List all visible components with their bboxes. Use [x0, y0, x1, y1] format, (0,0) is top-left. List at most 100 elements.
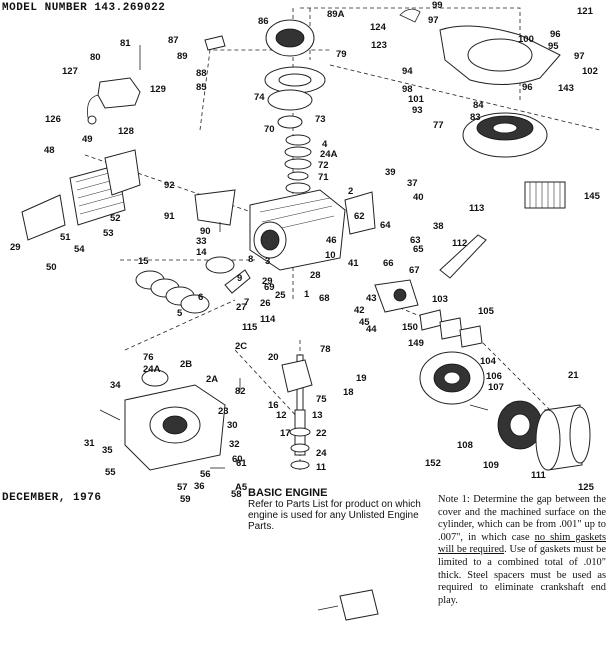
part-number-labels: 8180127126129128878689888589A79747073124…: [10, 0, 601, 505]
part-number-label: 92: [164, 180, 175, 191]
part-number-label: 43: [366, 293, 377, 304]
part-number-label: 45: [359, 317, 370, 328]
part-number-label: 79: [336, 49, 347, 60]
part-number-label: 52: [110, 213, 121, 224]
part-number-label: 1: [304, 289, 310, 300]
washer-part: [289, 427, 311, 437]
part-number-label: 8: [248, 254, 253, 265]
seal-part: [277, 115, 303, 129]
part-number-label: 54: [74, 244, 85, 255]
part-number-label: 87: [168, 35, 179, 46]
part-number-label: 62: [354, 211, 365, 222]
ignition-coil-part: [204, 19, 315, 57]
part-number-label: 38: [433, 221, 444, 232]
part-number-label: 51: [60, 232, 71, 243]
part-number-label: 35: [102, 445, 113, 456]
part-number-label: 129: [150, 84, 166, 95]
gasket-set-part: [317, 589, 379, 621]
piston-rings-part: [135, 270, 210, 314]
part-number-label: 121: [577, 6, 594, 17]
part-number-label: 5: [177, 308, 183, 319]
part-number-label: 114: [260, 314, 276, 325]
part-number-label: 2A: [206, 374, 218, 385]
part-number-label: 81: [120, 38, 131, 49]
part-number-label: 70: [264, 124, 275, 135]
gasket-part: [278, 73, 312, 87]
note-text-before: Note 1: Determine the gap between the co…: [438, 494, 606, 543]
part-number-label: 97: [574, 51, 585, 62]
part-number-label: 84: [473, 100, 484, 111]
part-number-label: 13: [312, 410, 323, 421]
part-number-label: 145: [584, 191, 601, 202]
carburetor-part: [374, 279, 419, 313]
part-number-label: 69: [264, 282, 275, 293]
part-number-label: 25: [275, 290, 286, 301]
part-number-label: 34: [110, 380, 121, 391]
part-number-label: 26: [260, 298, 271, 309]
part-number-label: 23: [218, 406, 229, 417]
part-number-label: 96: [522, 82, 533, 93]
part-number-label: 29: [262, 276, 273, 287]
part-number-label: 12: [276, 410, 287, 421]
crankcase-cover-part: [124, 384, 226, 471]
part-number-label: 80: [90, 52, 101, 63]
part-number-label: 71: [318, 172, 329, 183]
washer-part: [290, 460, 310, 470]
part-number-label: 9: [237, 273, 242, 284]
basic-engine-caption: BASIC ENGINE Refer to Parts List for pro…: [248, 488, 438, 533]
part-number-label: 49: [82, 134, 93, 145]
part-number-label: 90: [200, 226, 211, 237]
part-number-label: 75: [316, 394, 327, 405]
heat-shield-part: [21, 194, 66, 241]
part-number-label: 85: [196, 82, 207, 93]
part-number-label: 2: [348, 186, 353, 197]
washer-part: [290, 443, 310, 453]
part-number-label: 124: [370, 22, 387, 33]
part-number-label: 11: [316, 462, 327, 473]
part-number-label: 86: [258, 16, 269, 27]
part-number-label: 44: [366, 324, 377, 335]
part-number-label: 112: [452, 238, 467, 249]
part-number-label: 74: [254, 92, 265, 103]
part-number-label: 77: [433, 120, 444, 131]
starter-drum-part: [535, 404, 591, 471]
part-number-label: 42: [354, 305, 365, 316]
fastener-parts: [99, 45, 489, 469]
part-number-label: 30: [227, 420, 238, 431]
part-number-label: 72: [318, 160, 329, 171]
part-number-label: 4: [322, 139, 328, 150]
part-number-label: A5: [235, 482, 248, 493]
blower-housing-part: [399, 8, 561, 86]
part-number-label: 40: [413, 192, 424, 203]
part-number-label: 95: [548, 41, 559, 52]
part-number-label: 82: [235, 386, 246, 397]
part-number-label: 28: [310, 270, 321, 281]
part-number-label: 60: [232, 454, 243, 465]
part-number-label: 68: [319, 293, 330, 304]
part-number-label: 103: [432, 294, 448, 305]
part-number-label: 56: [200, 469, 211, 480]
part-number-label: 10: [325, 250, 336, 261]
part-number-label: 55: [105, 467, 116, 478]
part-number-label: 59: [180, 494, 191, 505]
part-number-label: 73: [315, 114, 326, 125]
connecting-rod-part: [224, 269, 251, 294]
part-number-label: 104: [480, 356, 497, 367]
part-number-label: 108: [457, 440, 473, 451]
part-number-label: 106: [486, 371, 502, 382]
seal-part: [141, 369, 169, 387]
note-text-underlined: no shim gaskets will be required: [438, 531, 606, 556]
part-number-label: 105: [478, 306, 495, 317]
part-number-label: 16: [268, 400, 279, 411]
note-1: Note 1: Determine the gap between the co…: [438, 494, 606, 607]
part-number-label: 22: [316, 428, 327, 439]
part-number-label: 113: [469, 203, 484, 214]
part-number-label: 21: [568, 370, 579, 381]
model-number: MODEL NUMBER 143.269022: [2, 2, 166, 14]
part-number-label: 65: [413, 244, 424, 255]
filter-housing-part: [419, 309, 483, 348]
part-number-label: 98: [402, 84, 413, 95]
part-number-label: 150: [402, 322, 418, 333]
